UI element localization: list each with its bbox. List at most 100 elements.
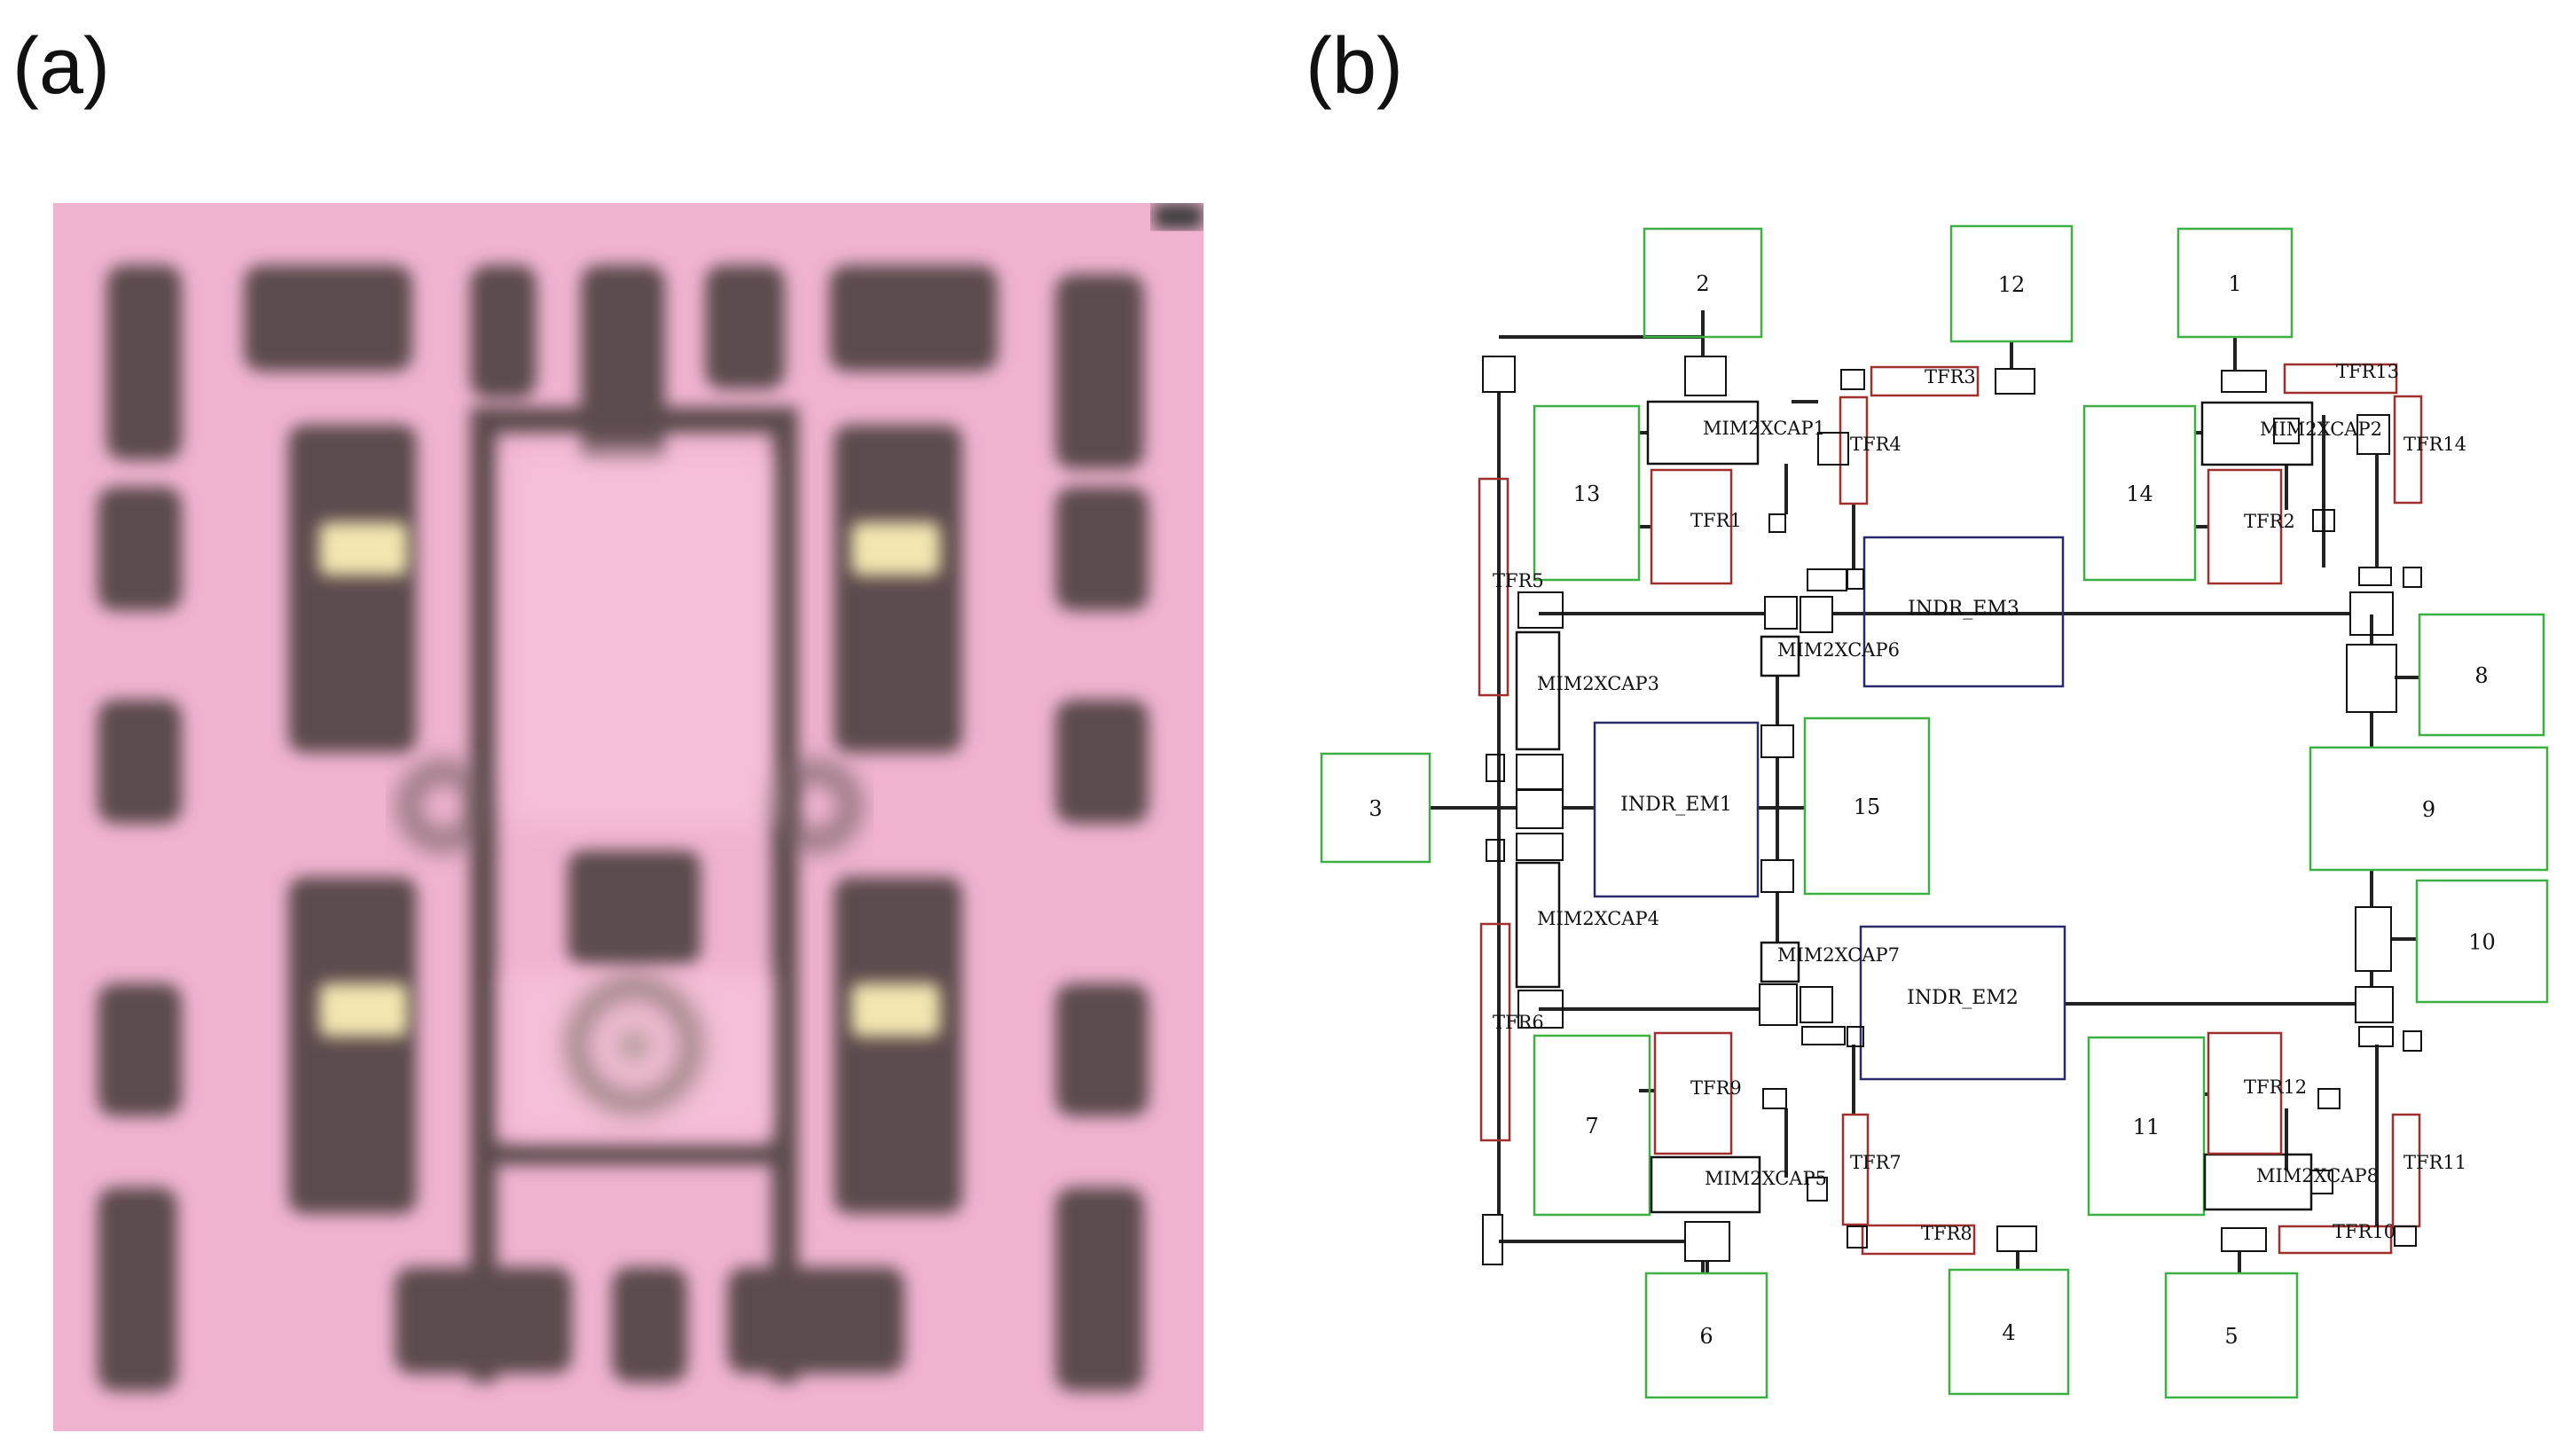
bond-pad-1 (2176, 227, 2294, 339)
resistor-tfr1 (1650, 468, 1733, 585)
resistor-tfr6 (1479, 922, 1511, 1142)
resistor-label-tfr8: TFR8 (1921, 1223, 1972, 1244)
bond-pad-label-7: 7 (1585, 1114, 1598, 1139)
bond-pad-4 (1948, 1268, 2070, 1396)
via-30 (1759, 983, 1798, 1026)
via-20 (2346, 644, 2397, 713)
via-17 (1800, 596, 1833, 633)
bond-pad-13 (1533, 404, 1641, 582)
bond-pad-label-1: 1 (2228, 271, 2241, 296)
panel-b-label: (b) (1306, 22, 1403, 111)
bond-pad-7 (1533, 1034, 1651, 1217)
via-15 (1847, 568, 1864, 590)
capacitor-label-mim2xcap8: MIM2XCAP8 (2256, 1165, 2379, 1186)
via-38 (1807, 1177, 1828, 1202)
capacitor-mim2xcap1 (1646, 400, 1760, 466)
via-25 (1486, 839, 1505, 862)
resistor-tfr8 (1861, 1224, 1976, 1256)
via-5 (1995, 368, 2035, 395)
resistor-label-tfr14: TFR14 (2403, 434, 2466, 455)
via-22 (1486, 754, 1505, 782)
bond-pad-5 (2164, 1272, 2299, 1399)
via-1 (1482, 356, 1516, 393)
bond-pad-label-2: 2 (1696, 271, 1709, 296)
via-39 (2317, 1088, 2341, 1109)
resistor-label-tfr2: TFR2 (2244, 511, 2295, 532)
inductor-label-indr-em2: INDR_EM2 (1907, 987, 2019, 1009)
capacitor-label-mim2xcap2: MIM2XCAP2 (2260, 419, 2382, 440)
inductor-label-indr-em3: INDR_EM3 (1908, 598, 2019, 620)
bond-pad-label-4: 4 (2002, 1320, 2015, 1345)
capacitor-label-mim2xcap4: MIM2XCAP4 (1537, 908, 1659, 929)
resistor-label-tfr11: TFR11 (2403, 1152, 2466, 1173)
resistor-tfr10 (2278, 1225, 2393, 1255)
capacitor-label-mim2xcap6: MIM2XCAP6 (1777, 639, 1900, 661)
resistor-label-tfr3: TFR3 (1925, 366, 1976, 387)
via-45 (1482, 1214, 1503, 1265)
bond-pad-15 (1803, 716, 1931, 896)
via-18 (2349, 591, 2394, 636)
resistor-tfr3 (1870, 365, 1980, 397)
inductor-indr-em3 (1862, 536, 2065, 688)
chip-resistors (319, 522, 940, 1037)
bond-pad-6 (1644, 1272, 1768, 1399)
capacitor-mim2xcap4 (1515, 861, 1561, 989)
resistor-tfr5 (1478, 477, 1509, 697)
via-37 (1762, 1088, 1787, 1109)
bond-pad-label-13: 13 (1573, 481, 1601, 506)
resistor-label-tfr5: TFR5 (1493, 570, 1544, 591)
resistor-label-tfr9: TFR9 (1690, 1077, 1742, 1099)
bond-pad-label-3: 3 (1368, 796, 1382, 821)
via-24 (1516, 788, 1564, 829)
bond-pad-11 (2087, 1036, 2206, 1217)
capacitor-mim2xcap3 (1515, 630, 1561, 751)
bond-pad-label-10: 10 (2468, 930, 2496, 955)
bond-pad-12 (1949, 224, 2074, 343)
resistor-tfr4 (1839, 395, 1869, 505)
chip-inductors (400, 451, 859, 1134)
interconnect-wires (1430, 310, 2419, 1273)
via-23 (1516, 754, 1564, 791)
bond-pad-14 (2082, 404, 2197, 582)
capacitor-label-mim2xcap5: MIM2XCAP5 (1705, 1168, 1827, 1189)
capacitor-label-mim2xcap3: MIM2XCAP3 (1537, 673, 1659, 694)
capacitor-mim2xcap2 (2200, 401, 2314, 466)
resistor-label-tfr4: TFR4 (1850, 434, 1902, 455)
via-13 (2403, 567, 2422, 588)
via-26 (1516, 833, 1564, 861)
bond-pad-8 (2418, 613, 2545, 737)
via-46 (1684, 1221, 1730, 1262)
bond-pad-label-12: 12 (1998, 272, 2026, 297)
via-2 (1684, 356, 1727, 396)
via-8 (2356, 414, 2390, 455)
resistor-label-tfr12: TFR12 (2244, 1076, 2307, 1098)
resistor-tfr13 (2283, 363, 2398, 395)
resistor-tfr9 (1653, 1031, 1733, 1155)
via-19 (1517, 591, 1564, 629)
bond-pad-9 (2309, 746, 2549, 872)
via-36 (2403, 1030, 2422, 1052)
inductor-label-indr-em1: INDR_EM1 (1620, 794, 1732, 816)
via-35 (2358, 1026, 2394, 1047)
via-16 (1764, 596, 1798, 630)
via-11 (2312, 509, 2335, 532)
bond-pad-label-9: 9 (2422, 797, 2435, 822)
capacitor-label-mim2xcap1: MIM2XCAP1 (1703, 418, 1825, 439)
resistor-tfr7 (1841, 1113, 1870, 1226)
via-12 (2358, 567, 2392, 586)
via-4 (1840, 369, 1865, 390)
via-27 (1760, 859, 1794, 893)
via-42 (1996, 1225, 2037, 1252)
via-33 (1847, 1026, 1864, 1047)
resistor-tfr14 (2393, 395, 2423, 505)
via-14 (1807, 568, 1847, 591)
resistor-label-tfr7: TFR7 (1850, 1152, 1902, 1173)
bond-pad-3 (1320, 752, 1431, 864)
bond-pad-10 (2415, 879, 2549, 1004)
capacitor-label-mim2xcap7: MIM2XCAP7 (1777, 944, 1900, 966)
via-6 (2221, 370, 2267, 393)
resistor-tfr12 (2207, 1031, 2283, 1155)
resistor-label-tfr10: TFR10 (2333, 1221, 2396, 1242)
via-44 (2394, 1225, 2417, 1247)
